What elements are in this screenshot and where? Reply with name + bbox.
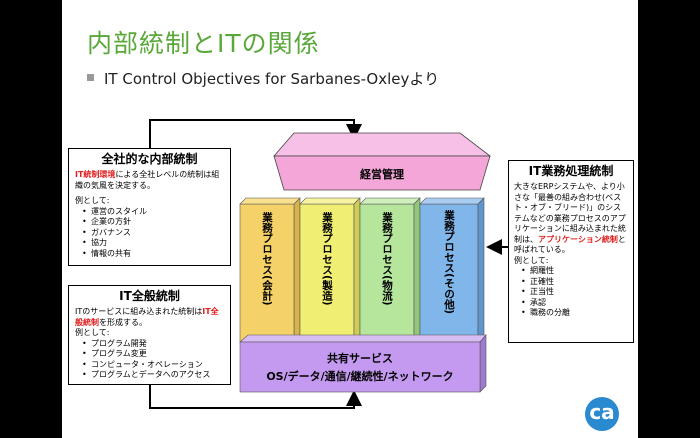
application-controls-desc-post: と呼ばれている。: [514, 234, 626, 255]
pillar-4: [419, 197, 485, 343]
application-controls-desc: 大きなERPシステムや、より小さな「最善の組み合わせ(ベスト・オブ・ブリード)」…: [514, 182, 628, 256]
general-controls-desc: ITのサービスに組み込まれた統制はIT全般統制を形成する。: [75, 307, 224, 328]
entity-item: ガバナンス: [75, 228, 224, 239]
general-item: プログラム開発: [75, 339, 224, 350]
arrow-bottom-connector: [149, 383, 362, 409]
application-controls-list: 網羅性 正確性 正当性 承認 職務の分離: [514, 266, 628, 319]
general-controls-desc-red: IT全般統制: [75, 307, 219, 327]
general-item: プログラム変更: [75, 349, 224, 360]
slide: 内部統制とITの関係 IT Control Objectives for Sar…: [62, 0, 638, 438]
application-controls-desc-red: アプリケーション統制: [538, 234, 618, 244]
diagram: 経営管理 業務プロセス(会計) 業務プロセス(製造) 業務プロセス(物流) 業務…: [149, 119, 508, 409]
application-controls-box: IT業務処理統制 大きなERPシステムや、より小さな「最善の組み合わせ(ベスト・…: [508, 160, 634, 343]
base-side: [479, 334, 487, 393]
ca-logo: ca: [585, 397, 619, 431]
entity-item: 企業の方針: [75, 217, 224, 228]
entity-controls-examples-label: 例として:: [75, 196, 110, 205]
general-item: コンピュータ・オペレーション: [75, 360, 224, 371]
base-line1: 共有サービス: [327, 351, 393, 365]
application-item: 承認: [514, 298, 628, 309]
entity-controls-title: 全社的な内部統制: [101, 152, 198, 166]
base-line2: OS/データ/通信/継続性/ネットワーク: [266, 369, 453, 383]
application-item: 網羅性: [514, 266, 628, 277]
bullet-square-icon: [87, 74, 94, 81]
entity-item: 運営のスタイル: [75, 207, 224, 218]
pillar-1: [239, 197, 301, 345]
entity-item: 情報の共有: [75, 249, 224, 260]
general-controls-box: IT全般統制 ITのサービスに組み込まれた統制はIT全般統制を形成する。 例とし…: [68, 285, 231, 385]
roof-label: 経営管理: [360, 167, 404, 181]
general-controls-desc-post: を形成する。: [99, 317, 147, 327]
roof-front: [273, 155, 491, 191]
entity-controls-desc: IT統制環境による全社レベルの統制は組織の気風を決定する。: [75, 170, 224, 191]
entity-controls-box: 全社的な内部統制 IT統制環境による全社レベルの統制は組織の気風を決定する。 例…: [68, 148, 231, 266]
pillar-4-label: 業務プロセス(その他): [443, 209, 455, 314]
pillar-2: [299, 197, 361, 343]
slide-subtitle: IT Control Objectives for Sarbanes-Oxley…: [87, 68, 439, 89]
slide-title: 内部統制とITの関係: [87, 29, 320, 58]
application-item: 正当性: [514, 287, 628, 298]
application-item: 職務の分離: [514, 308, 628, 319]
subtitle-text: IT Control Objectives for Sarbanes-Oxley…: [104, 70, 440, 88]
arrow-top-connector: [149, 119, 362, 148]
entity-item: 協力: [75, 238, 224, 249]
general-controls-title: IT全般統制: [119, 289, 180, 303]
application-controls-desc-pre: 大きなERPシステムや、より小さな「最善の組み合わせ(ベスト・オブ・ブリード)」…: [514, 182, 626, 244]
application-controls-title: IT業務処理統制: [528, 164, 614, 178]
general-item: プログラムとデータへのアクセス: [75, 370, 224, 381]
pillar-1-label: 業務プロセス(会計): [261, 211, 273, 305]
application-item: 正確性: [514, 277, 628, 288]
base-front: [239, 341, 481, 393]
general-controls-examples-label: 例として:: [75, 328, 110, 337]
base-top: [239, 334, 487, 343]
pillar-3: [359, 197, 421, 343]
application-controls-examples-label: 例として:: [514, 255, 549, 265]
general-controls-list: プログラム開発 プログラム変更 コンピュータ・オペレーション プログラムとデータ…: [75, 339, 224, 381]
entity-controls-desc-rest: による全社レベルの統制は組織の気風を決定する。: [75, 170, 220, 190]
roof-top: [273, 132, 492, 157]
general-controls-desc-pre: ITのサービスに組み込まれた統制は: [75, 307, 203, 316]
entity-controls-list: 運営のスタイル 企業の方針 ガバナンス 協力 情報の共有: [75, 207, 224, 260]
pillar-3-label: 業務プロセス(物流): [381, 211, 393, 305]
pillar-2-label: 業務プロセス(製造): [321, 211, 333, 305]
entity-controls-desc-red: IT統制環境: [75, 170, 116, 179]
